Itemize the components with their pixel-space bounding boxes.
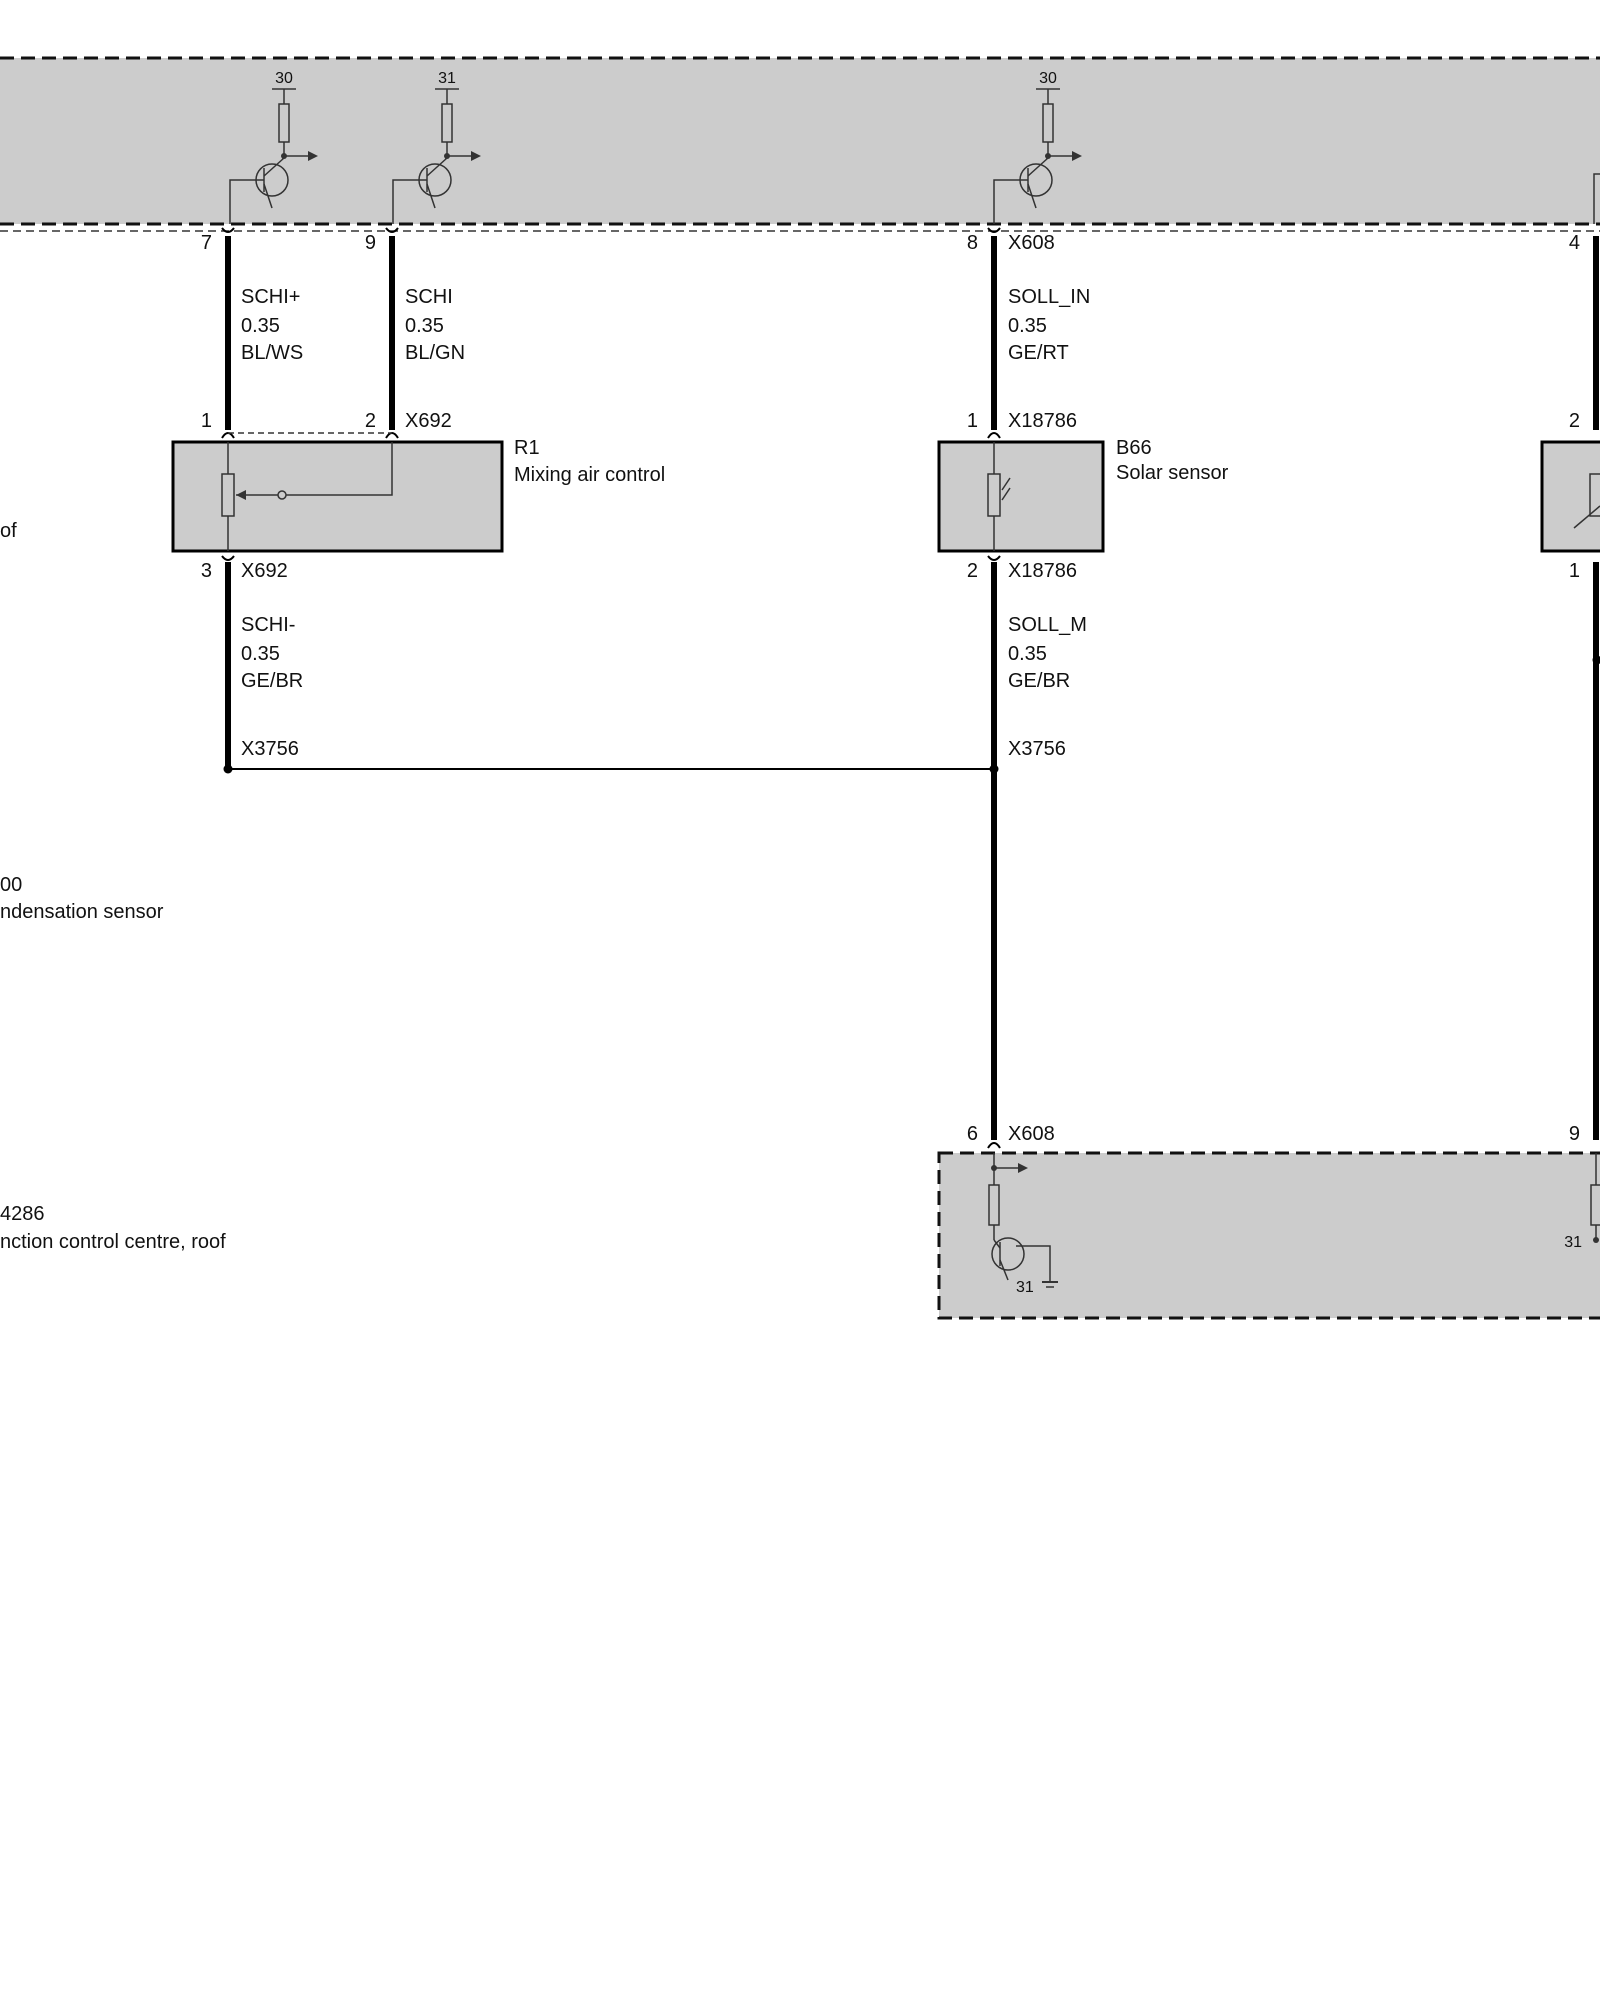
b66-id: B66 [1116, 437, 1152, 459]
wire-labels: 7 9 8 X608 4 SCHI+ 0.35 BL/WS SCHI 0.35 … [201, 232, 1580, 364]
b66-pin-2: 2 [967, 560, 978, 582]
r1-name: Mixing air control [514, 464, 665, 486]
b66-connector-bottom: X18786 [1008, 560, 1077, 582]
cutoff-text-3: ndensation sensor [0, 901, 164, 923]
right-edge-lead [1593, 173, 1600, 224]
supply-label-31: 31 [438, 70, 456, 87]
transistor-stage-1: 30 [229, 70, 318, 224]
pin-7: 7 [201, 232, 212, 254]
r1-pin-1: 1 [201, 410, 212, 432]
r1-pin-3: 3 [201, 560, 212, 582]
r1-connector-bottom: X692 [241, 560, 288, 582]
r1-connector-top: X692 [405, 410, 452, 432]
wire-signal-schi-plus: SCHI+ [241, 286, 300, 308]
r1-id: R1 [514, 437, 540, 459]
b66-connector-top: X18786 [1008, 410, 1077, 432]
wire-signal-soll-in: SOLL_IN [1008, 286, 1090, 308]
wire-gauge-schi-minus: 0.35 [241, 643, 280, 665]
right-junction-dot [1592, 655, 1600, 665]
ground-label-31-right: 31 [1564, 1234, 1582, 1251]
splice-dot-left [223, 764, 233, 774]
component-right-partial: 2 1 [1540, 410, 1600, 582]
component-b66: 1 X18786 B66 Solar sensor 2 X18786 SOLL_… [937, 410, 1229, 760]
ground-label-31: 31 [1016, 1279, 1034, 1296]
wire-signal-schi-minus: SCHI- [241, 614, 295, 636]
b66-body [937, 440, 1105, 553]
right-pin-2: 2 [1569, 410, 1580, 432]
pin-8: 8 [967, 232, 978, 254]
bottom-module-body [937, 1151, 1600, 1320]
bottom-pin-6: 6 [967, 1123, 978, 1145]
transistor-icon [991, 1237, 1025, 1271]
wires [221, 227, 1600, 1149]
right-component-body [1540, 440, 1600, 553]
cutoff-text-1: of [0, 520, 17, 542]
right-pin-1: 1 [1569, 560, 1580, 582]
b66-pin-1: 1 [967, 410, 978, 432]
supply-label-30-a: 30 [275, 70, 293, 87]
wire-signal-schi: SCHI [405, 286, 453, 308]
wire-gauge-schi-plus: 0.35 [241, 315, 280, 337]
wire-color-schi: BL/GN [405, 342, 465, 364]
cutoff-text-5: nction control centre, roof [0, 1231, 226, 1253]
wire-signal-soll-m: SOLL_M [1008, 614, 1087, 636]
left-cutoff-labels: of 00 ndensation sensor 4286 nction cont… [0, 520, 226, 1253]
wire-gauge-soll-m: 0.35 [1008, 643, 1047, 665]
transistor-stage-3: 30 [993, 70, 1082, 224]
wire-color-soll-m: GE/BR [1008, 670, 1070, 692]
bottom-connector-x608: X608 [1008, 1123, 1055, 1145]
pin-4: 4 [1569, 232, 1580, 254]
supply-label-30-b: 30 [1039, 70, 1057, 87]
component-r1: 1 2 X692 R1 Mixing air control 3 X692 SC… [171, 410, 665, 760]
cutoff-text-4: 4286 [0, 1203, 45, 1225]
b66-name: Solar sensor [1116, 462, 1229, 484]
wire-color-schi-plus: BL/WS [241, 342, 303, 364]
pin-9: 9 [365, 232, 376, 254]
connector-x608-top: X608 [1008, 232, 1055, 254]
bottom-pin-9: 9 [1569, 1123, 1580, 1145]
wire-color-soll-in: GE/RT [1008, 342, 1069, 364]
splice-label-left: X3756 [241, 738, 299, 760]
top-module-body [0, 58, 1600, 224]
wire-gauge-soll-in: 0.35 [1008, 315, 1047, 337]
top-control-module: 30 31 [0, 56, 1600, 232]
bottom-control-module: 6 X608 9 31 31 [937, 1123, 1600, 1320]
wire-color-schi-minus: GE/BR [241, 670, 303, 692]
splice-dot-right [989, 764, 999, 774]
r1-pin-2: 2 [365, 410, 376, 432]
cutoff-text-2: 00 [0, 874, 22, 896]
wire-gauge-schi: 0.35 [405, 315, 444, 337]
splice-label-right: X3756 [1008, 738, 1066, 760]
transistor-stage-2: 31 [392, 70, 481, 224]
